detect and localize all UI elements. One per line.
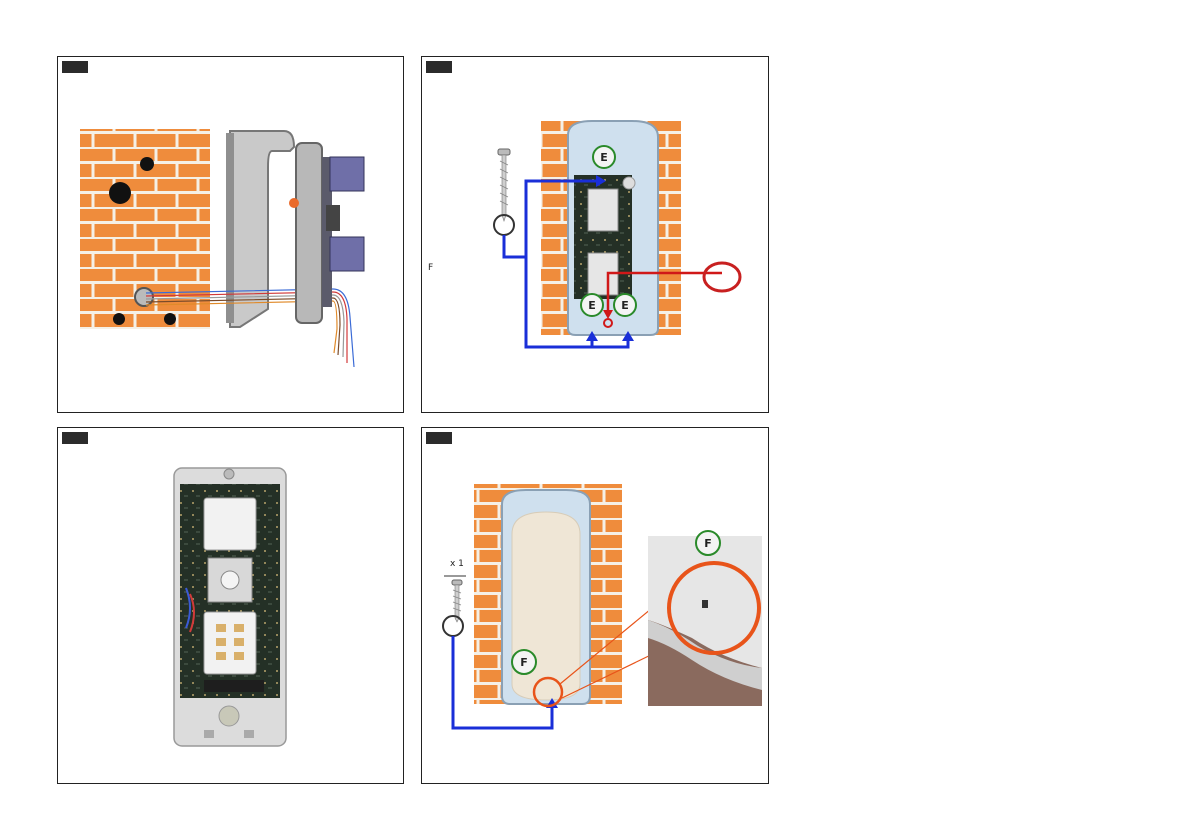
indicator	[289, 198, 299, 208]
screw-fixing-illustration: E E E F	[422, 57, 768, 412]
panel-screw-fixing: E E E F	[421, 56, 769, 413]
screw-icon	[498, 149, 510, 221]
svg-text:E: E	[588, 299, 596, 312]
cable-entry	[135, 288, 153, 306]
label-f-main: F	[512, 650, 536, 674]
panel-cover-fixing: x 1 F F	[421, 427, 769, 784]
svg-text:E: E	[600, 151, 608, 164]
capacitor	[623, 177, 635, 189]
lens-center	[221, 571, 239, 589]
terminal-block	[204, 680, 264, 692]
svg-text:F: F	[704, 537, 712, 550]
wall-hole	[164, 313, 176, 325]
label-e-left: E	[581, 294, 603, 316]
cover-fixing-illustration: x 1 F F	[422, 428, 768, 783]
connector	[326, 205, 340, 231]
sensor-module-top	[204, 498, 256, 550]
highlight-ring	[704, 263, 740, 291]
mounting-illustration	[58, 57, 403, 412]
panel-open-detector	[57, 427, 404, 784]
panel-mounting-exploded	[57, 56, 404, 413]
clip	[204, 730, 214, 738]
washer-ring	[443, 616, 463, 636]
svg-text:F: F	[520, 656, 528, 669]
sensor-module-bottom	[204, 612, 256, 674]
svg-text:E: E	[621, 299, 629, 312]
screw-hole	[702, 600, 708, 608]
wall-bracket	[230, 131, 294, 327]
sensor-module	[330, 157, 364, 191]
open-detector-photo	[58, 428, 403, 783]
wall-hole	[113, 313, 125, 325]
wall-hole	[109, 182, 131, 204]
label-f-zoom: F	[696, 531, 720, 555]
mount-hole	[224, 469, 234, 479]
sensor-module	[330, 237, 364, 271]
label-e-right: E	[614, 294, 636, 316]
clip	[244, 730, 254, 738]
sensor-module	[588, 189, 618, 231]
edge-mark: F	[428, 263, 433, 273]
detector-housing	[296, 143, 322, 323]
screw-quantity: x 1	[450, 559, 464, 569]
wall-hole	[140, 157, 154, 171]
label-e-top: E	[593, 146, 615, 168]
cable-entry	[219, 706, 239, 726]
